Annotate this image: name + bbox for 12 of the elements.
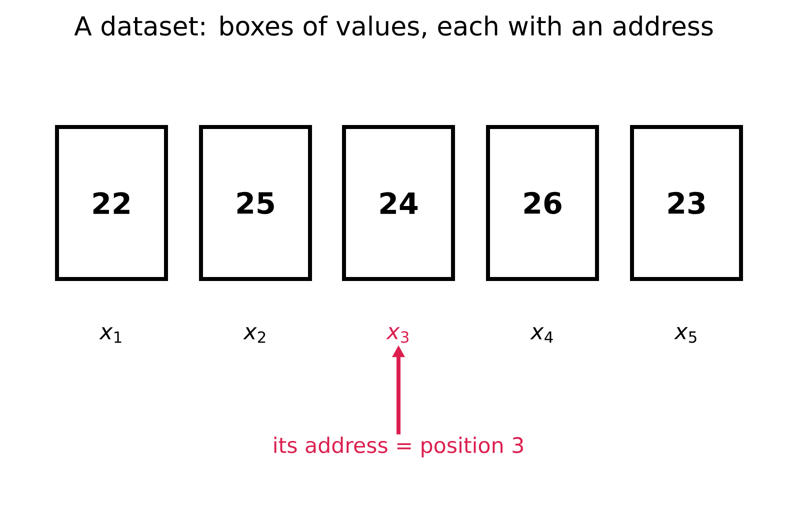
address-label: x$_{3}$ — [386, 327, 408, 343]
value-box: 22 — [55, 125, 168, 281]
title: A dataset: boxes of values, each with an address — [74, 16, 713, 38]
address-label: x$_{2}$ — [243, 327, 266, 343]
value-box: 23 — [630, 125, 743, 281]
value-box: 26 — [486, 125, 599, 281]
value-box: 25 — [199, 125, 312, 281]
address-label: x$_{4}$ — [530, 327, 553, 343]
annotation-text: its address = position 3 — [274, 436, 523, 458]
address-label: x$_{1}$ — [99, 327, 122, 343]
address-label: x$_{5}$ — [674, 327, 696, 343]
value-box: 24 — [342, 125, 455, 281]
